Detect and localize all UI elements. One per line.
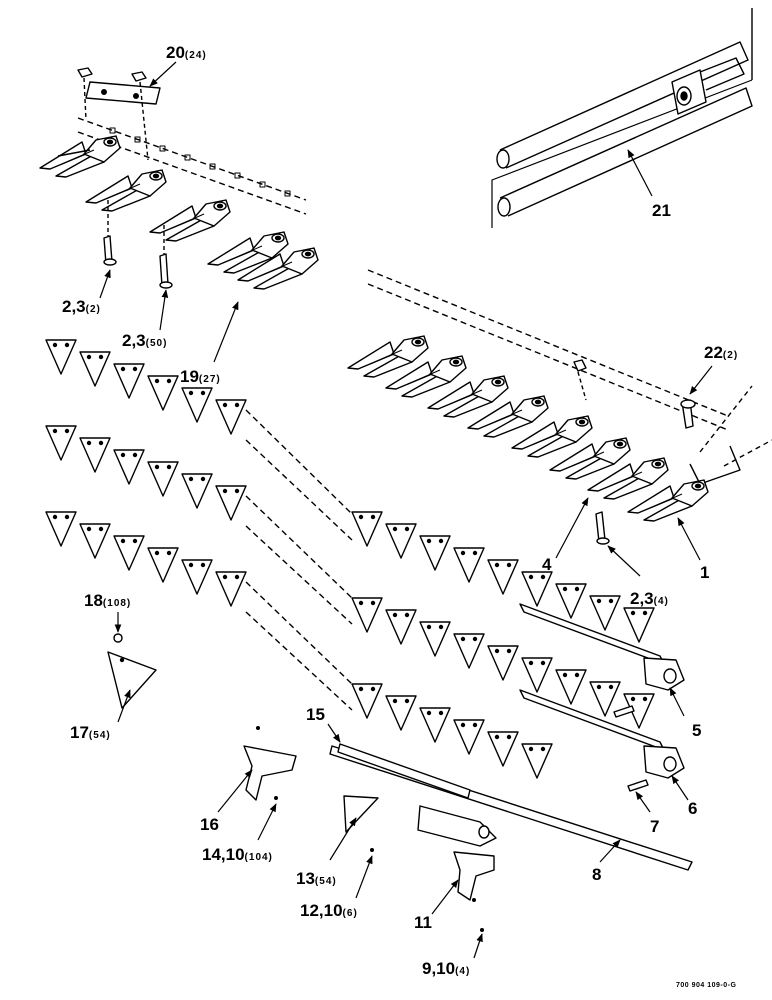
callout-12-10: 12,10(6) xyxy=(300,901,358,920)
drawing-number: 700 904 109-0-G xyxy=(676,982,737,989)
callout-16: 16 xyxy=(200,815,219,834)
callout-6: 6 xyxy=(688,799,698,818)
callout-18: 18(108) xyxy=(84,591,132,610)
callout-11: 11 xyxy=(414,913,432,932)
callout-2-3-b: 2,3(50) xyxy=(122,331,168,350)
callout-7: 7 xyxy=(650,817,660,836)
callout-2-3-a: 2,3(2) xyxy=(62,297,101,316)
callout-5: 5 xyxy=(692,721,702,740)
callout-2-3-c: 2,3(4) xyxy=(630,589,669,608)
callout-22: 22(2) xyxy=(704,343,739,362)
leader-lines xyxy=(99,61,713,959)
callout-8: 8 xyxy=(592,865,602,884)
callout-15: 15 xyxy=(306,705,325,724)
callout-4: 4 xyxy=(542,555,552,574)
callout-1: 1 xyxy=(700,563,710,582)
callout-21: 21 xyxy=(652,201,671,220)
callout-14-10: 14,10(104) xyxy=(202,845,273,864)
callout-13: 13(54) xyxy=(296,869,337,888)
callout-9-10: 9,10(4) xyxy=(422,959,471,978)
guard-assembly-left xyxy=(39,67,319,290)
knife-assemblies xyxy=(45,339,693,871)
tube-assembly-inset xyxy=(491,8,753,228)
callout-19: 19(27) xyxy=(180,367,221,386)
callout-17: 17(54) xyxy=(70,723,111,742)
loose-parts xyxy=(107,633,497,932)
guard-assembly-right xyxy=(347,269,772,545)
callout-20: 20(24) xyxy=(166,43,207,62)
